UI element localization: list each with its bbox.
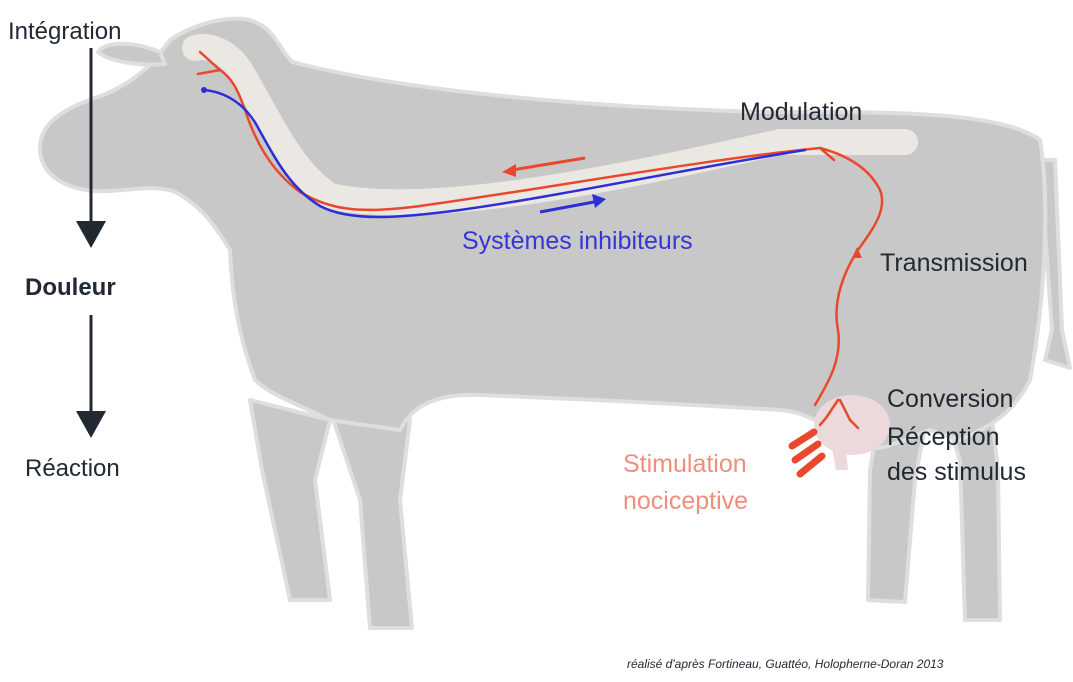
cow-ear — [98, 44, 165, 65]
cow-front-leg-far — [330, 410, 412, 628]
inhibitory-systems-label: Systèmes inhibiteurs — [462, 229, 693, 254]
reception-label-line1: Réception — [887, 425, 1000, 450]
cow-udder — [814, 395, 890, 455]
stimulation-label-line1: Stimulation — [623, 452, 747, 477]
integration-label: Intégration — [8, 20, 121, 44]
stimulation-label-line2: nociceptive — [623, 489, 748, 514]
reaction-label: Réaction — [25, 457, 120, 481]
stimulus-arrow-3 — [800, 456, 822, 474]
transmission-label: Transmission — [880, 251, 1028, 276]
reception-label-line2: des stimulus — [887, 460, 1026, 485]
cow-silhouette — [40, 19, 1070, 628]
cow-teat — [832, 448, 848, 470]
douleur-label: Douleur — [25, 276, 116, 300]
source-credit: réalisé d'après Fortineau, Guattéo, Holo… — [627, 658, 943, 670]
stimulus-arrows — [792, 432, 822, 474]
inhibitory-start-dot — [201, 87, 207, 93]
stimulus-arrow-1 — [792, 432, 814, 446]
conversion-label: Conversion — [887, 387, 1013, 412]
cow-front-leg — [250, 400, 330, 600]
modulation-label: Modulation — [740, 100, 862, 125]
